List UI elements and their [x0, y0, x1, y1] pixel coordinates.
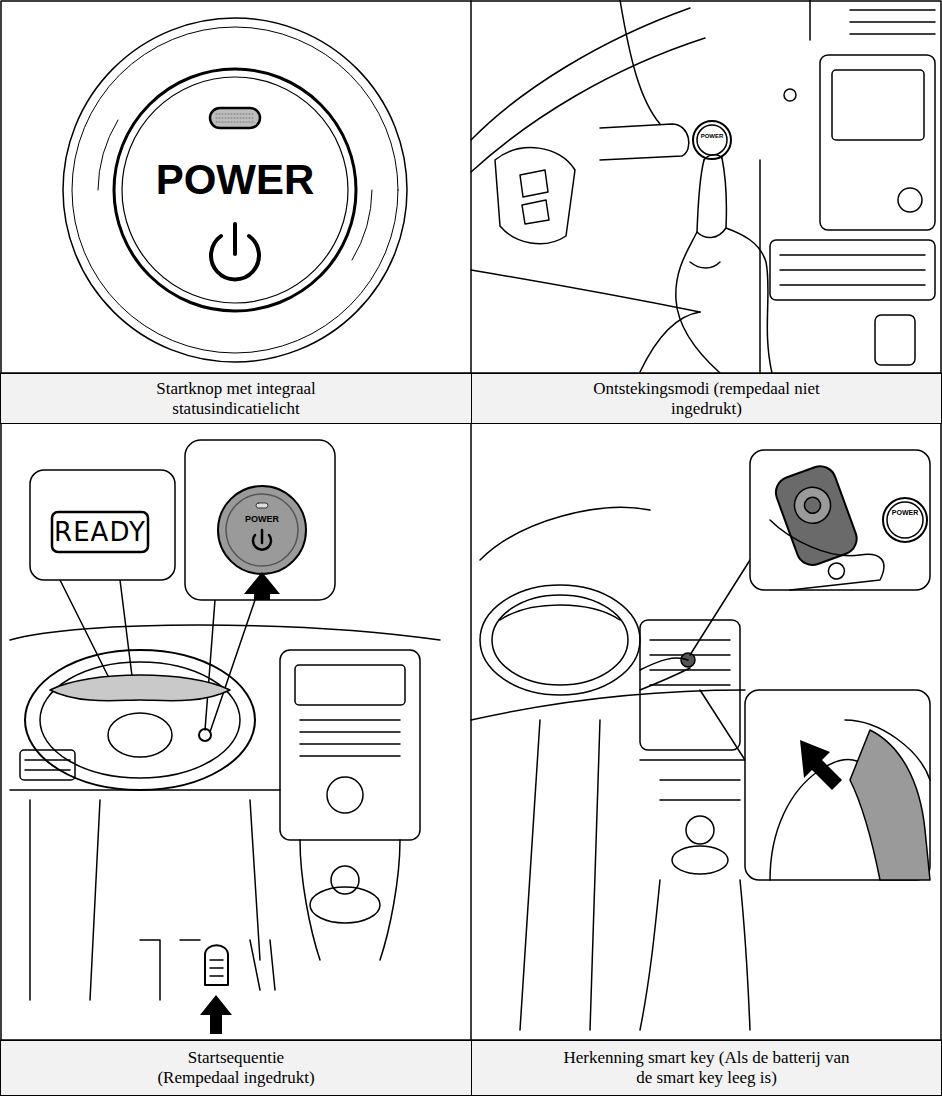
dashboard-scene — [471, 0, 935, 373]
caption-text: Herkenning smart key (Als de batterij va… — [557, 1048, 857, 1087]
caption-text: Ontstekingsmodi (rempedaal niet ingedruk… — [567, 379, 847, 418]
caption-text: Startsequentie (Rempedaal ingedrukt) — [149, 1048, 324, 1087]
button-label: POWER — [701, 133, 724, 139]
power-button — [63, 18, 407, 362]
status-indicator-text: READY — [54, 519, 146, 545]
button-label: POWER — [245, 515, 279, 524]
caption-cell: Herkenning smart key (Als de batterij va… — [471, 1040, 942, 1096]
button-label: POWER — [156, 159, 315, 201]
caption-cell: Startknop met integraal statusindicatiel… — [0, 373, 472, 424]
button-label: POWER — [892, 509, 918, 516]
smart-key-scene — [471, 450, 930, 1030]
start-sequence-scene — [10, 440, 440, 1034]
caption-cell: Startsequentie (Rempedaal ingedrukt) — [0, 1040, 472, 1096]
caption-text: Startknop met integraal statusindicatiel… — [131, 379, 341, 418]
caption-cell: Ontstekingsmodi (rempedaal niet ingedruk… — [471, 373, 942, 424]
